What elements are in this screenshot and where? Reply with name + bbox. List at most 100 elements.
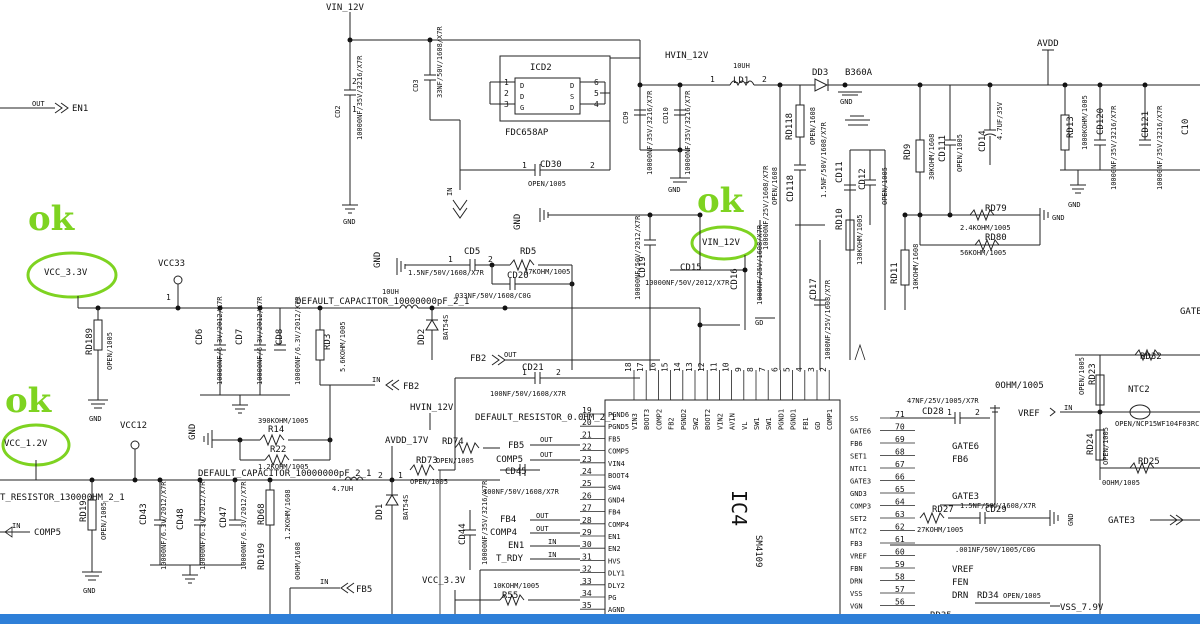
gnd-label-rd19: GND — [83, 587, 96, 595]
ic4-pin-number: 13 — [685, 362, 694, 372]
ic4-pin-name: FBN — [850, 565, 863, 573]
ic4-pin-name: SW2 — [692, 417, 700, 430]
cd111-ref: CD111 — [938, 135, 948, 162]
def-res: DEFAULT_RESISTOR_0.0HM_2_1 — [475, 413, 616, 423]
rd118-ref: RD118 — [785, 113, 795, 140]
svg-text:GND: GND — [1067, 513, 1075, 526]
ok-annotation-bottom: ok — [5, 381, 53, 421]
rd24-value: OPEN/1005 — [1102, 427, 1110, 465]
dd2-value: BAT54S — [442, 315, 450, 340]
net-fb6: FB6 — [952, 455, 968, 465]
highlight-vin-12v — [690, 225, 758, 261]
svg-text:1: 1 — [947, 408, 952, 417]
ic4-pin-number: 19 — [582, 406, 592, 415]
rd109-value: 0OHM/1608 — [294, 542, 302, 580]
ic4-pin-name: HVS — [608, 557, 621, 565]
cd17-value: 1000NF/25V/1608/X7R — [824, 279, 832, 360]
ntc2-body — [1129, 404, 1151, 420]
svg-text:D: D — [570, 104, 574, 112]
cd6-value: 10000NF/6.3V/2012/X7R — [216, 296, 224, 385]
cd29-value: 1.5NF/50V/1608/X7R — [960, 502, 1037, 510]
ic4-pin-name: EN1 — [608, 533, 621, 541]
cd2-value: 10000NF/35V/3216/X7R — [356, 55, 364, 140]
net-fb5: FB5 — [356, 585, 372, 595]
cd120-ref: CD120 — [1096, 108, 1106, 135]
svg-text:2: 2 — [352, 77, 357, 86]
ic4-pin-name: FB6 — [850, 440, 863, 448]
ic4-pin-name: VIN3 — [631, 413, 639, 430]
svg-text:2: 2 — [488, 255, 493, 264]
rd19-ref: RD19 — [79, 500, 89, 522]
rd5-ref: RD5 — [520, 247, 536, 257]
net-avdd-17v: AVDD_17V — [385, 436, 429, 446]
ic4-pin-name: PGND1 — [777, 409, 785, 430]
rd9-value: 30KOHM/1608 — [928, 134, 936, 180]
ic4-pin-name: BOOT4 — [608, 472, 629, 480]
ld1-inductor — [729, 80, 755, 87]
svg-text:1: 1 — [710, 75, 715, 84]
net-gate3: GATE3 — [952, 492, 979, 502]
cd9-value: 10000NF/35V/3216/X7R — [646, 90, 654, 175]
rd118-value: OPEN/1608 — [809, 107, 817, 145]
ic4-pin-number: 61 — [895, 535, 905, 544]
net-hvin-12v-lower: HVIN_12V — [410, 403, 454, 413]
gnd-label-rd80: GND — [1052, 214, 1065, 222]
cd8-value: 10000NF/6.3V/2012/X7R — [294, 296, 302, 385]
cd15-ref: CD15 — [680, 263, 702, 273]
svg-text:OUT: OUT — [540, 436, 553, 444]
dd3-value: B360A — [845, 68, 873, 78]
ic4-pin-number: 4 — [795, 367, 804, 372]
rd32-ref: RD32 — [1140, 352, 1162, 362]
cd1x-ref: C10 — [1181, 119, 1191, 135]
ic4-pin-number: 21 — [582, 430, 592, 439]
dd3-ref: DD3 — [812, 68, 828, 78]
r14-value: 390KOHM/1005 — [258, 417, 309, 425]
ic4-pin-name: GATE6 — [850, 428, 871, 436]
ic4-pin-name: COMP5 — [608, 448, 629, 456]
svg-text:GD: GD — [755, 319, 763, 327]
cd16-ref: CD16 — [730, 268, 740, 290]
ic4-pin-name: VREF — [850, 553, 867, 561]
net-fb2: FB2 — [403, 382, 419, 392]
cd20-ref: CD20 — [507, 271, 529, 281]
cd10-value: 10000NF/35V/3216/X7R — [684, 90, 692, 175]
rd79-value: 2.4KOHM/1005 — [960, 224, 1011, 232]
rd10-body — [845, 219, 855, 251]
ic4-pin-name: BOOT2 — [704, 409, 712, 430]
ic4-pin-number: 65 — [895, 485, 905, 494]
cd14-ref: CD14 — [978, 130, 988, 152]
rd23-ref: RD23 — [1088, 363, 1098, 385]
ic4-pin-name: DLY1 — [608, 570, 625, 578]
ic4-pin-number: 71 — [895, 410, 905, 419]
rd74-ref: RD74 — [442, 437, 464, 447]
svg-text:S: S — [570, 93, 574, 101]
ic4-pin-name: VSS — [850, 590, 863, 598]
cd5-ref: CD5 — [464, 247, 480, 257]
cd45-ref: CD45 — [505, 467, 527, 477]
svg-text:D: D — [520, 82, 524, 90]
ic4-top-pins: 18VIN317BOOT316COMP215FB214PGND213SW212B… — [624, 362, 834, 430]
rd13-value: 1000KOHM/1005 — [1081, 95, 1089, 150]
ic4-pin-name: FB5 — [608, 435, 621, 443]
net-in-vref: IN — [1064, 404, 1072, 412]
ic4-pin-name: VL — [741, 422, 749, 430]
ic4-pin-name: NTC2 — [850, 528, 867, 536]
ic4-pin-number: 11 — [709, 362, 718, 372]
cd21-value: 100NF/50V/1608/X7R — [490, 390, 567, 398]
rd32-ref-value: 0OHM/1005 — [995, 381, 1044, 391]
def-cap-1: DEFAULT_CAPACITOR_10000000pF_2_1 — [296, 297, 469, 307]
ic4-pin-number: 26 — [582, 491, 592, 500]
net-drn: DRN — [952, 591, 968, 601]
ic4-pin-name: PGND5 — [608, 423, 629, 431]
ntc2-value: OPEN/NCP15WF104F03RC — [1115, 420, 1199, 428]
svg-text:2: 2 — [590, 161, 595, 170]
ic4-pin-number: 6 — [770, 367, 779, 372]
svg-text:5: 5 — [594, 89, 599, 98]
ic4-pin-number: 68 — [895, 448, 905, 457]
cd2-ref: CD2 — [334, 105, 342, 118]
r22-value: 1.2KOHM/1005 — [258, 463, 309, 471]
ic4-ref: IC4 — [727, 490, 751, 526]
ld1-value: 10UH — [733, 62, 750, 70]
cd8-ref: CD8 — [275, 329, 285, 345]
cd20-value: 033NF/50V/1608/C0G — [455, 292, 531, 300]
